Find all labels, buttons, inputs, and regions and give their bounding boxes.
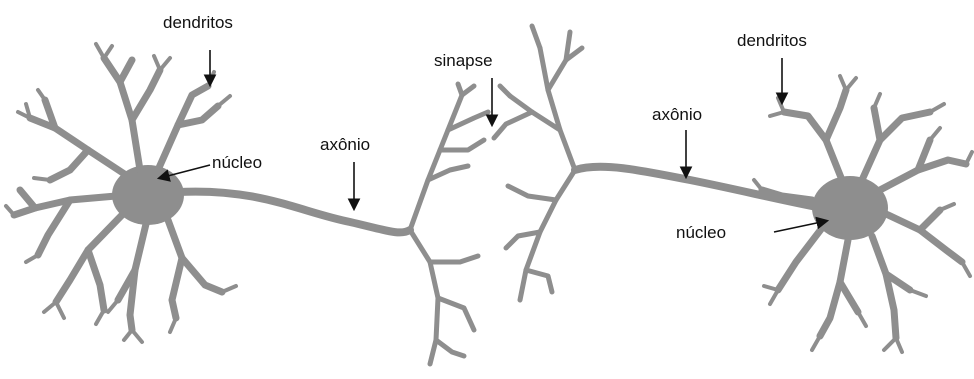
- label-synapse: sinapse: [434, 51, 493, 70]
- left-neuron: [6, 44, 488, 364]
- left-axon-terminals: [410, 84, 488, 364]
- label-right-nucleus: núcleo: [676, 223, 726, 242]
- annotation-arrows: [160, 50, 826, 232]
- label-right-axon: axônio: [652, 105, 702, 124]
- label-left-dendrites: dendritos: [163, 13, 233, 32]
- right-neuron: [494, 26, 972, 352]
- right-axon: [575, 167, 822, 208]
- right-input-dendrites: [494, 26, 582, 300]
- left-axon: [178, 192, 410, 233]
- labels: dendritos núcleo axônio sinapse axônio d…: [163, 13, 807, 242]
- label-left-axon: axônio: [320, 135, 370, 154]
- label-left-nucleus: núcleo: [212, 153, 262, 172]
- label-right-dendrites: dendritos: [737, 31, 807, 50]
